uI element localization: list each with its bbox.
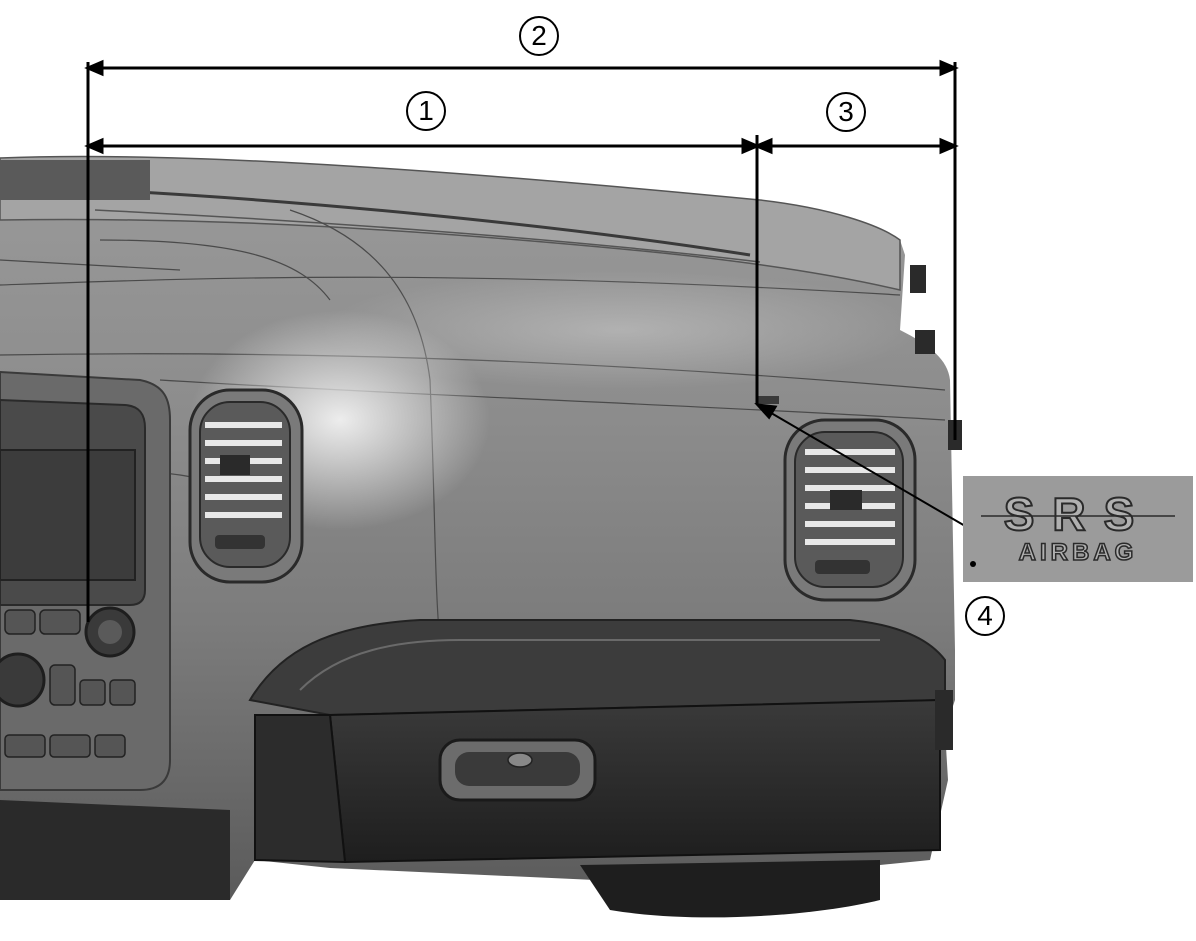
- callout-3: 3: [826, 92, 866, 132]
- dimension-lines: [84, 59, 973, 622]
- srs-badge-location: [757, 396, 779, 404]
- knee-bolster: [248, 619, 946, 717]
- dashboard-top-cap: [0, 155, 901, 291]
- srs-airbag-inset: SRS AIRBAG: [963, 476, 1193, 582]
- callout-4: 4: [965, 596, 1005, 636]
- right-air-vent: [783, 418, 917, 602]
- climate-knob: [0, 652, 46, 708]
- glove-box: [328, 698, 941, 864]
- callout-1: 1: [406, 91, 446, 131]
- srs-inset-line1: SRS: [1004, 488, 1153, 540]
- callout-2: 2: [519, 16, 559, 56]
- srs-inset-line2: AIRBAG: [1019, 539, 1138, 566]
- left-air-vent: [188, 388, 304, 584]
- radio-buttons: [4, 609, 136, 758]
- radio-screen: [0, 449, 136, 581]
